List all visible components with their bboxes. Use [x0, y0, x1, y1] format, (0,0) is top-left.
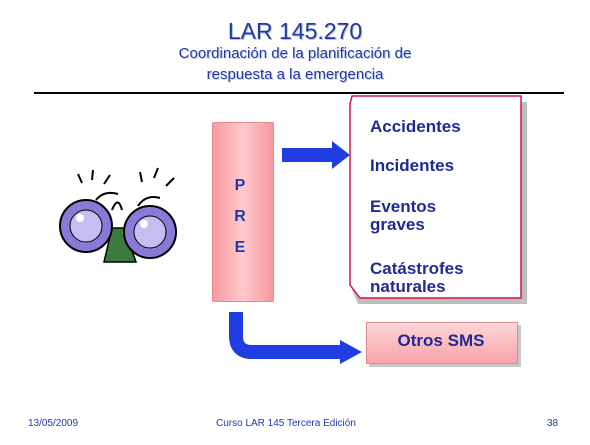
list-item-graves: graves — [370, 215, 425, 234]
otros-sms-label: Otros SMS — [397, 331, 485, 350]
footer-course: Curso LAR 145 Tercera Edición — [216, 418, 356, 429]
slide-title: LAR 145.270 — [227, 18, 363, 44]
slide-subtitle-line1: Coordinación de la planificación de — [178, 45, 412, 62]
list-item-eventos: Eventos — [370, 197, 437, 216]
list-item-catastrofes: Catástrofes — [370, 259, 464, 278]
clipart-icon — [59, 167, 177, 263]
footer-page-number: 38 — [547, 418, 559, 429]
arrow-right-icon — [282, 141, 350, 169]
pre-letter-r: R — [234, 208, 246, 225]
slide-subtitle-line2: respuesta a la emergencia — [206, 66, 384, 83]
pre-box — [212, 122, 274, 302]
otros-sms-box — [366, 322, 518, 364]
list-item-naturales: naturales — [370, 277, 446, 296]
pre-letter-p: P — [234, 177, 246, 194]
pre-letter-e: E — [234, 239, 246, 256]
elbow-arrow-icon — [229, 312, 362, 364]
list-box — [349, 95, 522, 299]
list-item-incidentes: Incidentes — [370, 156, 455, 175]
title-divider — [34, 92, 564, 94]
list-item-accidentes: Accidentes — [370, 117, 461, 136]
footer-date: 13/05/2009 — [28, 418, 79, 429]
